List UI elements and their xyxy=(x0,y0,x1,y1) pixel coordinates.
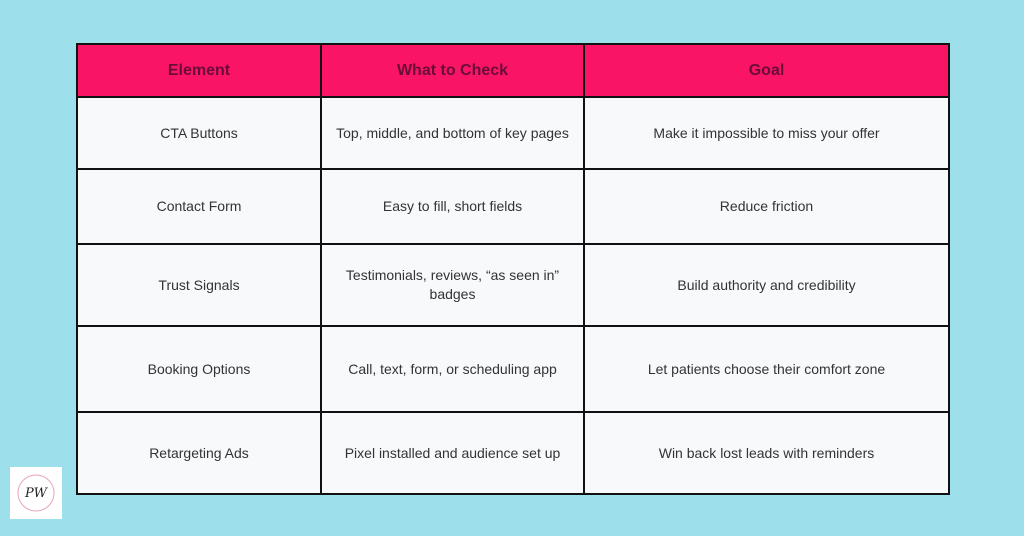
cell-element: CTA Buttons xyxy=(76,96,322,170)
cell-element: Contact Form xyxy=(76,168,322,245)
cell-element: Booking Options xyxy=(76,325,322,413)
table-row: Retargeting Ads Pixel installed and audi… xyxy=(76,411,950,495)
cell-goal: Win back lost leads with reminders xyxy=(583,411,950,495)
table-row: Contact Form Easy to fill, short fields … xyxy=(76,168,950,245)
cell-check: Testimonials, reviews, “as seen in” badg… xyxy=(320,243,585,327)
header-what-to-check: What to Check xyxy=(320,43,585,98)
table-row: CTA Buttons Top, middle, and bottom of k… xyxy=(76,96,950,170)
logo-mark-icon: PW xyxy=(17,474,55,512)
brand-logo: PW xyxy=(10,467,62,519)
cell-check: Call, text, form, or scheduling app xyxy=(320,325,585,413)
svg-text:PW: PW xyxy=(24,486,49,501)
cell-goal: Build authority and credibility xyxy=(583,243,950,327)
table-row: Trust Signals Testimonials, reviews, “as… xyxy=(76,243,950,327)
cell-goal: Let patients choose their comfort zone xyxy=(583,325,950,413)
cell-check: Easy to fill, short fields xyxy=(320,168,585,245)
cell-goal: Make it impossible to miss your offer xyxy=(583,96,950,170)
cell-element: Retargeting Ads xyxy=(76,411,322,495)
header-row: Element What to Check Goal xyxy=(76,43,950,98)
table-row: Booking Options Call, text, form, or sch… xyxy=(76,325,950,413)
cell-goal: Reduce friction xyxy=(583,168,950,245)
cell-element: Trust Signals xyxy=(76,243,322,327)
cell-check: Pixel installed and audience set up xyxy=(320,411,585,495)
header-element: Element xyxy=(76,43,322,98)
cell-check: Top, middle, and bottom of key pages xyxy=(320,96,585,170)
header-goal: Goal xyxy=(583,43,950,98)
checklist-table: Element What to Check Goal CTA Buttons T… xyxy=(76,43,950,495)
